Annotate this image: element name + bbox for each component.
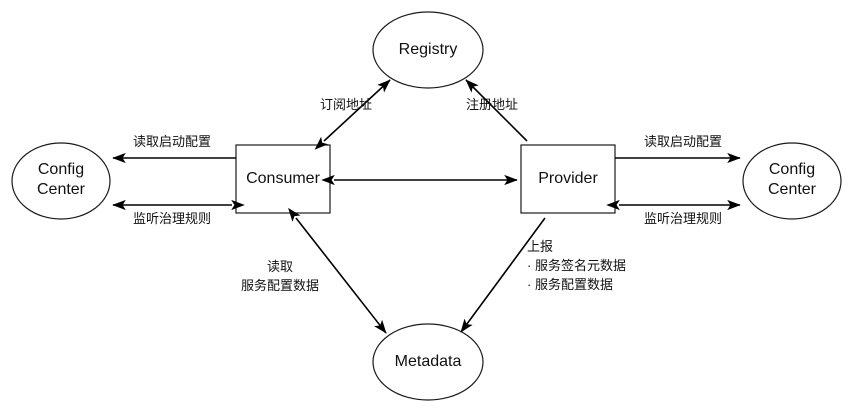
edge-provider-metadata bbox=[460, 217, 546, 333]
node-registry[interactable] bbox=[372, 11, 484, 89]
node-provider[interactable] bbox=[520, 144, 616, 214]
node-config-center-right[interactable] bbox=[742, 142, 842, 220]
node-metadata[interactable] bbox=[372, 323, 484, 401]
edge-provider-registry bbox=[465, 79, 528, 142]
edge-consumer-registry bbox=[314, 79, 391, 150]
node-config-center-left[interactable] bbox=[11, 142, 111, 220]
edge-consumer-metadata bbox=[288, 207, 387, 334]
node-consumer[interactable] bbox=[235, 144, 331, 214]
